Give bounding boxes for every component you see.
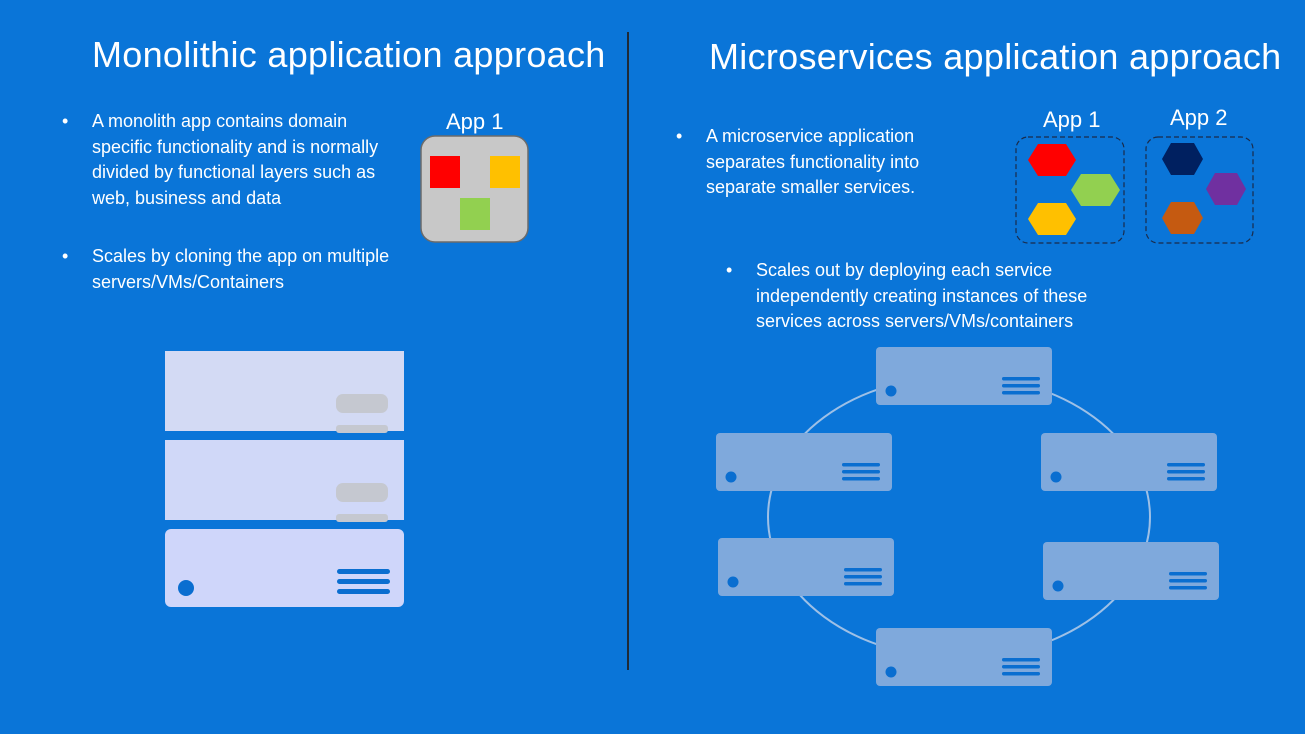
service-hex-purple (1206, 173, 1246, 205)
microservice-app2-label: App 2 (1170, 105, 1228, 130)
microservice-app1-box (1015, 136, 1125, 244)
monolith-layer-red (430, 156, 460, 188)
monolithic-bullet-1: A monolith app contains domain specific … (62, 109, 407, 211)
monolithic-bullet-2: Scales by cloning the app on multiple se… (62, 244, 492, 295)
microservices-bullet-1: A microservice application separates fun… (676, 124, 966, 201)
service-hex-red (1028, 144, 1076, 176)
microservice-server-lower-right (1043, 542, 1219, 600)
microservice-server-bottom (876, 628, 1052, 686)
monolith-layer-yellow (490, 156, 520, 188)
microservices-bullet-2: Scales out by deploying each service ind… (726, 258, 1156, 335)
monolith-app-box (420, 135, 529, 243)
service-hex-orange (1162, 202, 1203, 234)
microservice-server-upper-left (716, 433, 892, 491)
microservice-server-lower-left (718, 538, 894, 596)
microservice-server-top (876, 347, 1052, 405)
microservices-bullet-group-1: A microservice application separates fun… (676, 124, 966, 234)
monolith-layer-green (460, 198, 490, 230)
monolith-app-label: App 1 (446, 109, 504, 134)
monolith-server-3 (165, 529, 404, 607)
service-hex-green (1071, 174, 1120, 206)
section-divider (627, 32, 629, 670)
server-ring (767, 375, 1151, 659)
microservice-app1-label: App 1 (1043, 107, 1101, 132)
microservice-server-upper-right (1041, 433, 1217, 491)
microservices-title: Microservices application approach (709, 36, 1282, 77)
service-hex-navy (1162, 143, 1203, 175)
monolithic-title: Monolithic application approach (92, 34, 606, 75)
microservices-bullet-group-2: Scales out by deploying each service ind… (726, 258, 1156, 368)
monolithic-bullets: A monolith app contains domain specific … (62, 109, 407, 328)
microservice-app2-box (1145, 136, 1254, 244)
monolith-server-2 (165, 440, 404, 522)
service-hex-yellow (1028, 203, 1076, 235)
monolith-server-1 (165, 351, 404, 433)
